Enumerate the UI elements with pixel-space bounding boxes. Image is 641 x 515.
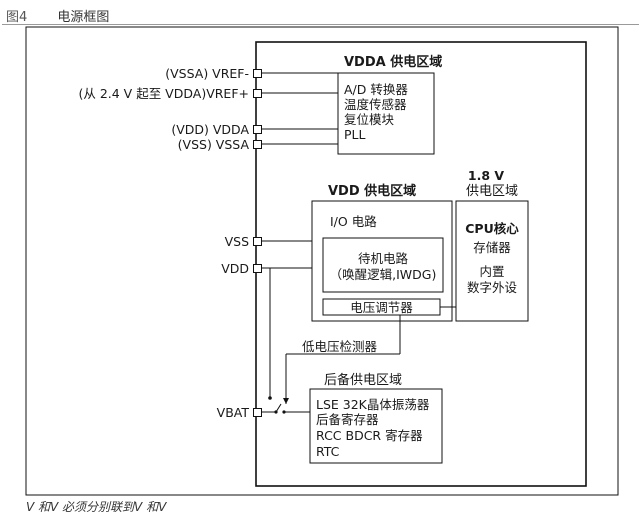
label-vdda: (VDD) VDDA (171, 122, 249, 137)
vdda-line-pll: PLL (344, 127, 366, 142)
standby-label-2: （唤醒逻辑,IWDG) (329, 267, 437, 282)
figure-number: 图4 (6, 10, 28, 25)
core-domain-box (455, 200, 529, 322)
vdd-domain-title: VDD 供电区域 (328, 184, 417, 199)
label-vss: VSS (224, 234, 249, 249)
core-domain-title: 供电区域 (465, 184, 518, 199)
backup-line-rcc: RCC BDCR 寄存器 (316, 428, 423, 443)
backup-line-registers: 后备寄存器 (316, 412, 379, 427)
pin-vref-plus (253, 89, 262, 98)
pin-vdda (253, 125, 262, 134)
figure-header: 图4 电源框图 (6, 6, 109, 25)
backup-line-rtc: RTC (316, 444, 340, 459)
vdda-line-adc: A/D 转换器 (344, 82, 408, 97)
pin-vssa (253, 140, 262, 149)
label-vdd: VDD (221, 261, 249, 276)
core-line-digital: 数字外设 (466, 280, 517, 295)
backup-domain-title: 后备供电区域 (324, 373, 403, 388)
vdda-line-temp: 温度传感器 (344, 97, 407, 112)
vdd-io-label: I/O 电路 (330, 214, 377, 229)
vdda-domain-title: VDDA 供电区域 (344, 55, 443, 70)
label-vssa: (VSS) VSSA (177, 137, 249, 152)
figure-frame (25, 26, 619, 496)
vdd-domain-box (311, 200, 453, 322)
backup-domain-box (309, 388, 443, 464)
pin-vref-minus (253, 69, 262, 78)
core-line-cpu: CPU核心 (465, 221, 519, 236)
pin-vbat (253, 408, 262, 417)
standby-label-1: 待机电路 (357, 251, 408, 266)
label-vref-minus: (VSSA) VREF- (165, 66, 249, 81)
low-voltage-detector-label: 低电压检测器 (302, 339, 378, 354)
core-line-memory: 存储器 (473, 240, 511, 255)
core-line-builtin: 内置 (479, 264, 505, 279)
core-domain-voltage: 1.8 V (467, 168, 505, 183)
label-vbat: VBAT (216, 405, 249, 420)
vdda-line-reset: 复位模块 (344, 112, 395, 127)
figure-title: 电源框图 (57, 10, 110, 25)
label-vref-plus: (从 2.4 V 起至 VDDA)VREF+ (78, 86, 249, 101)
pin-vss (253, 237, 262, 246)
vdda-domain-box (337, 72, 435, 155)
pin-vdd (253, 264, 262, 273)
header-rule (2, 24, 639, 25)
standby-box (322, 237, 444, 293)
backup-line-lse: LSE 32K晶体振荡器 (316, 397, 430, 412)
regulator-label: 电压调节器 (350, 300, 413, 315)
